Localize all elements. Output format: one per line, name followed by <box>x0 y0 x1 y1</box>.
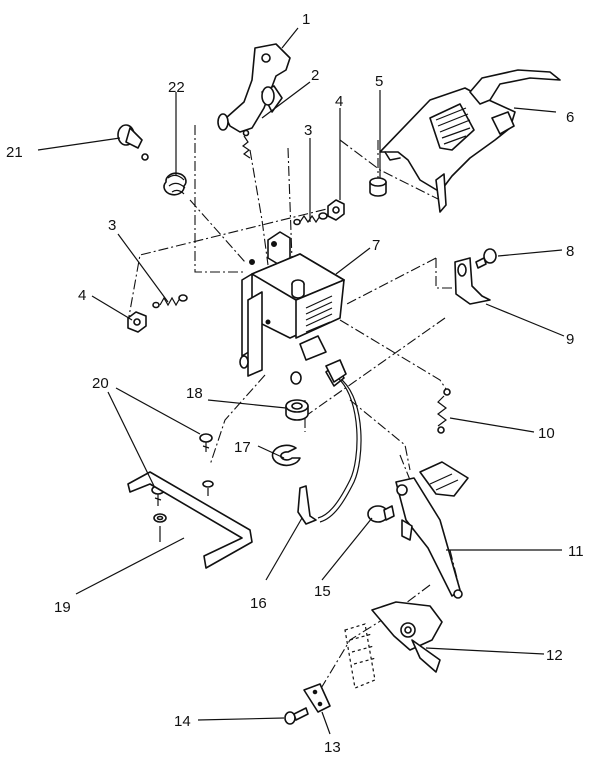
part-labels: 1 2 22 21 3 4 5 6 7 8 9 3 4 10 11 12 13 … <box>6 11 584 756</box>
part-3-spring-lower <box>152 294 188 309</box>
label-part-21: 21 <box>6 144 23 161</box>
part-21-pivot-pin <box>117 124 149 161</box>
label-part-8: 8 <box>566 243 574 260</box>
label-part-4-upper: 4 <box>335 93 343 110</box>
part-9-bracket <box>454 257 491 305</box>
part-18-grommet <box>285 399 309 421</box>
label-part-5: 5 <box>375 73 383 90</box>
part-17-clip <box>271 444 301 467</box>
part-3-spring-upper <box>293 212 328 226</box>
part-13-plate <box>303 683 331 713</box>
label-part-13: 13 <box>324 739 341 756</box>
part-7-solenoid-assembly <box>239 231 345 387</box>
part-1-latch-arm <box>217 43 291 133</box>
label-part-17: 17 <box>234 439 251 456</box>
label-part-4-lower: 4 <box>78 287 86 304</box>
label-part-2: 2 <box>311 67 319 84</box>
label-part-6: 6 <box>566 109 574 126</box>
part-4-nut-upper <box>327 199 345 221</box>
mount-hint-box <box>344 623 377 689</box>
label-part-3-upper: 3 <box>304 122 312 139</box>
label-part-3-lower: 3 <box>108 217 116 234</box>
part-2-spring <box>241 129 251 159</box>
part-15-button <box>367 505 395 523</box>
label-part-19: 19 <box>54 599 71 616</box>
label-part-11: 11 <box>568 543 584 560</box>
part-4-nut-lower <box>127 311 147 333</box>
label-part-18: 18 <box>186 385 203 402</box>
label-part-22: 22 <box>168 79 185 96</box>
part-8-screw <box>475 248 497 269</box>
part-19-guard-plate <box>127 471 253 569</box>
part-5-grommet <box>369 177 387 197</box>
label-part-1: 1 <box>302 11 310 28</box>
label-part-10: 10 <box>538 425 555 442</box>
label-part-16: 16 <box>250 595 267 612</box>
part-10-spring <box>437 388 451 434</box>
label-part-20: 20 <box>92 375 109 392</box>
label-part-7: 7 <box>372 237 380 254</box>
assembly-lines <box>127 125 461 691</box>
part-14-screw <box>284 707 309 725</box>
label-part-9: 9 <box>566 331 574 348</box>
part-11-lever <box>395 461 469 599</box>
label-part-14: 14 <box>174 713 191 730</box>
label-part-15: 15 <box>314 583 331 600</box>
part-6-trigger-housing <box>379 69 561 213</box>
part-22-coil-spring <box>163 172 187 196</box>
leader-lines <box>37 27 565 735</box>
label-part-12: 12 <box>546 647 563 664</box>
part-20-screws <box>151 433 214 523</box>
part-12-cam-lever <box>371 601 443 673</box>
part-16-wire-lead <box>297 359 362 525</box>
